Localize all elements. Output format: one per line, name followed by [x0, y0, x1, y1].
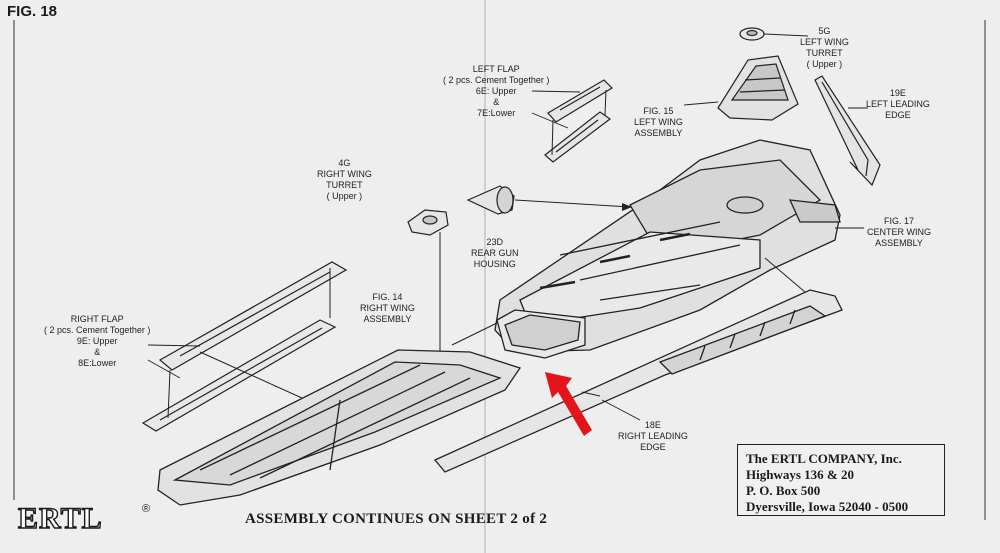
rear-duct-part — [496, 309, 586, 359]
center-wing-assembly-part — [494, 139, 841, 353]
address-line: P. O. Box 500 — [746, 483, 821, 498]
right-leading-edge-guide — [764, 257, 806, 293]
right-flap-lower-part — [141, 319, 337, 432]
right-leading-edge-label: 18E RIGHT LEADING EDGE — [618, 420, 688, 452]
right-flap-guide — [167, 369, 171, 419]
right-flap-guide — [199, 351, 303, 399]
address-line: The ERTL COMPANY, Inc. — [746, 451, 902, 466]
left-wing-turret-part — [739, 27, 765, 41]
left-leading-edge-part — [814, 75, 881, 187]
company-address-box: The ERTL COMPANY, Inc. Highways 136 & 20… — [737, 444, 945, 516]
fig17-label: FIG. 17 CENTER WING ASSEMBLY — [867, 216, 931, 248]
right-leading-edge-part — [433, 289, 843, 473]
address-line: Highways 136 & 20 — [746, 467, 854, 482]
right-wing-turret-part — [407, 209, 449, 236]
right-wing-turret-label: 4G RIGHT WING TURRET ( Upper ) — [317, 158, 372, 201]
left-flap-lower-part — [544, 111, 612, 163]
registered-mark: ® — [142, 503, 151, 515]
fig15-label: FIG. 15 LEFT WING ASSEMBLY — [634, 106, 683, 138]
left-flap-label: LEFT FLAP ( 2 pcs. Cement Together ) 6E:… — [443, 64, 550, 118]
address-line: Dyersville, Iowa 52040 - 0500 — [746, 499, 909, 514]
rear-gun-arrowhead — [622, 203, 632, 211]
left-leading-edge-label: 19E LEFT LEADING EDGE — [866, 88, 930, 120]
right-wing-guide — [451, 322, 498, 346]
rear-gun-housing-label: 23D REAR GUN HOUSING — [471, 237, 519, 269]
continuation-note: ASSEMBLY CONTINUES ON SHEET 2 of 2 — [245, 511, 548, 527]
figure-label: FIG. 18 — [7, 3, 58, 20]
logo-text: ERTL — [17, 502, 103, 535]
red-pointer-arrow — [545, 372, 592, 436]
left-flap-upper-part — [547, 79, 613, 123]
left-flap-guide — [604, 89, 607, 116]
rear-gun-housing-part — [466, 185, 515, 215]
left-wing-assembly-part — [717, 55, 799, 121]
ertl-logo: ERTL — [17, 502, 148, 535]
left-flap-guide — [551, 119, 554, 156]
left-wing-turret-label: 5G LEFT WING TURRET ( Upper ) — [800, 26, 849, 69]
rear-gun-guide — [514, 199, 631, 208]
right-flap-upper-part — [158, 261, 348, 371]
right-wing-assembly-part — [157, 349, 522, 506]
right-flap-label: RIGHT FLAP ( 2 pcs. Cement Together ) 9E… — [44, 314, 151, 368]
fig14-label: FIG. 14 RIGHT WING ASSEMBLY — [360, 292, 415, 324]
leader-lines — [147, 33, 868, 421]
